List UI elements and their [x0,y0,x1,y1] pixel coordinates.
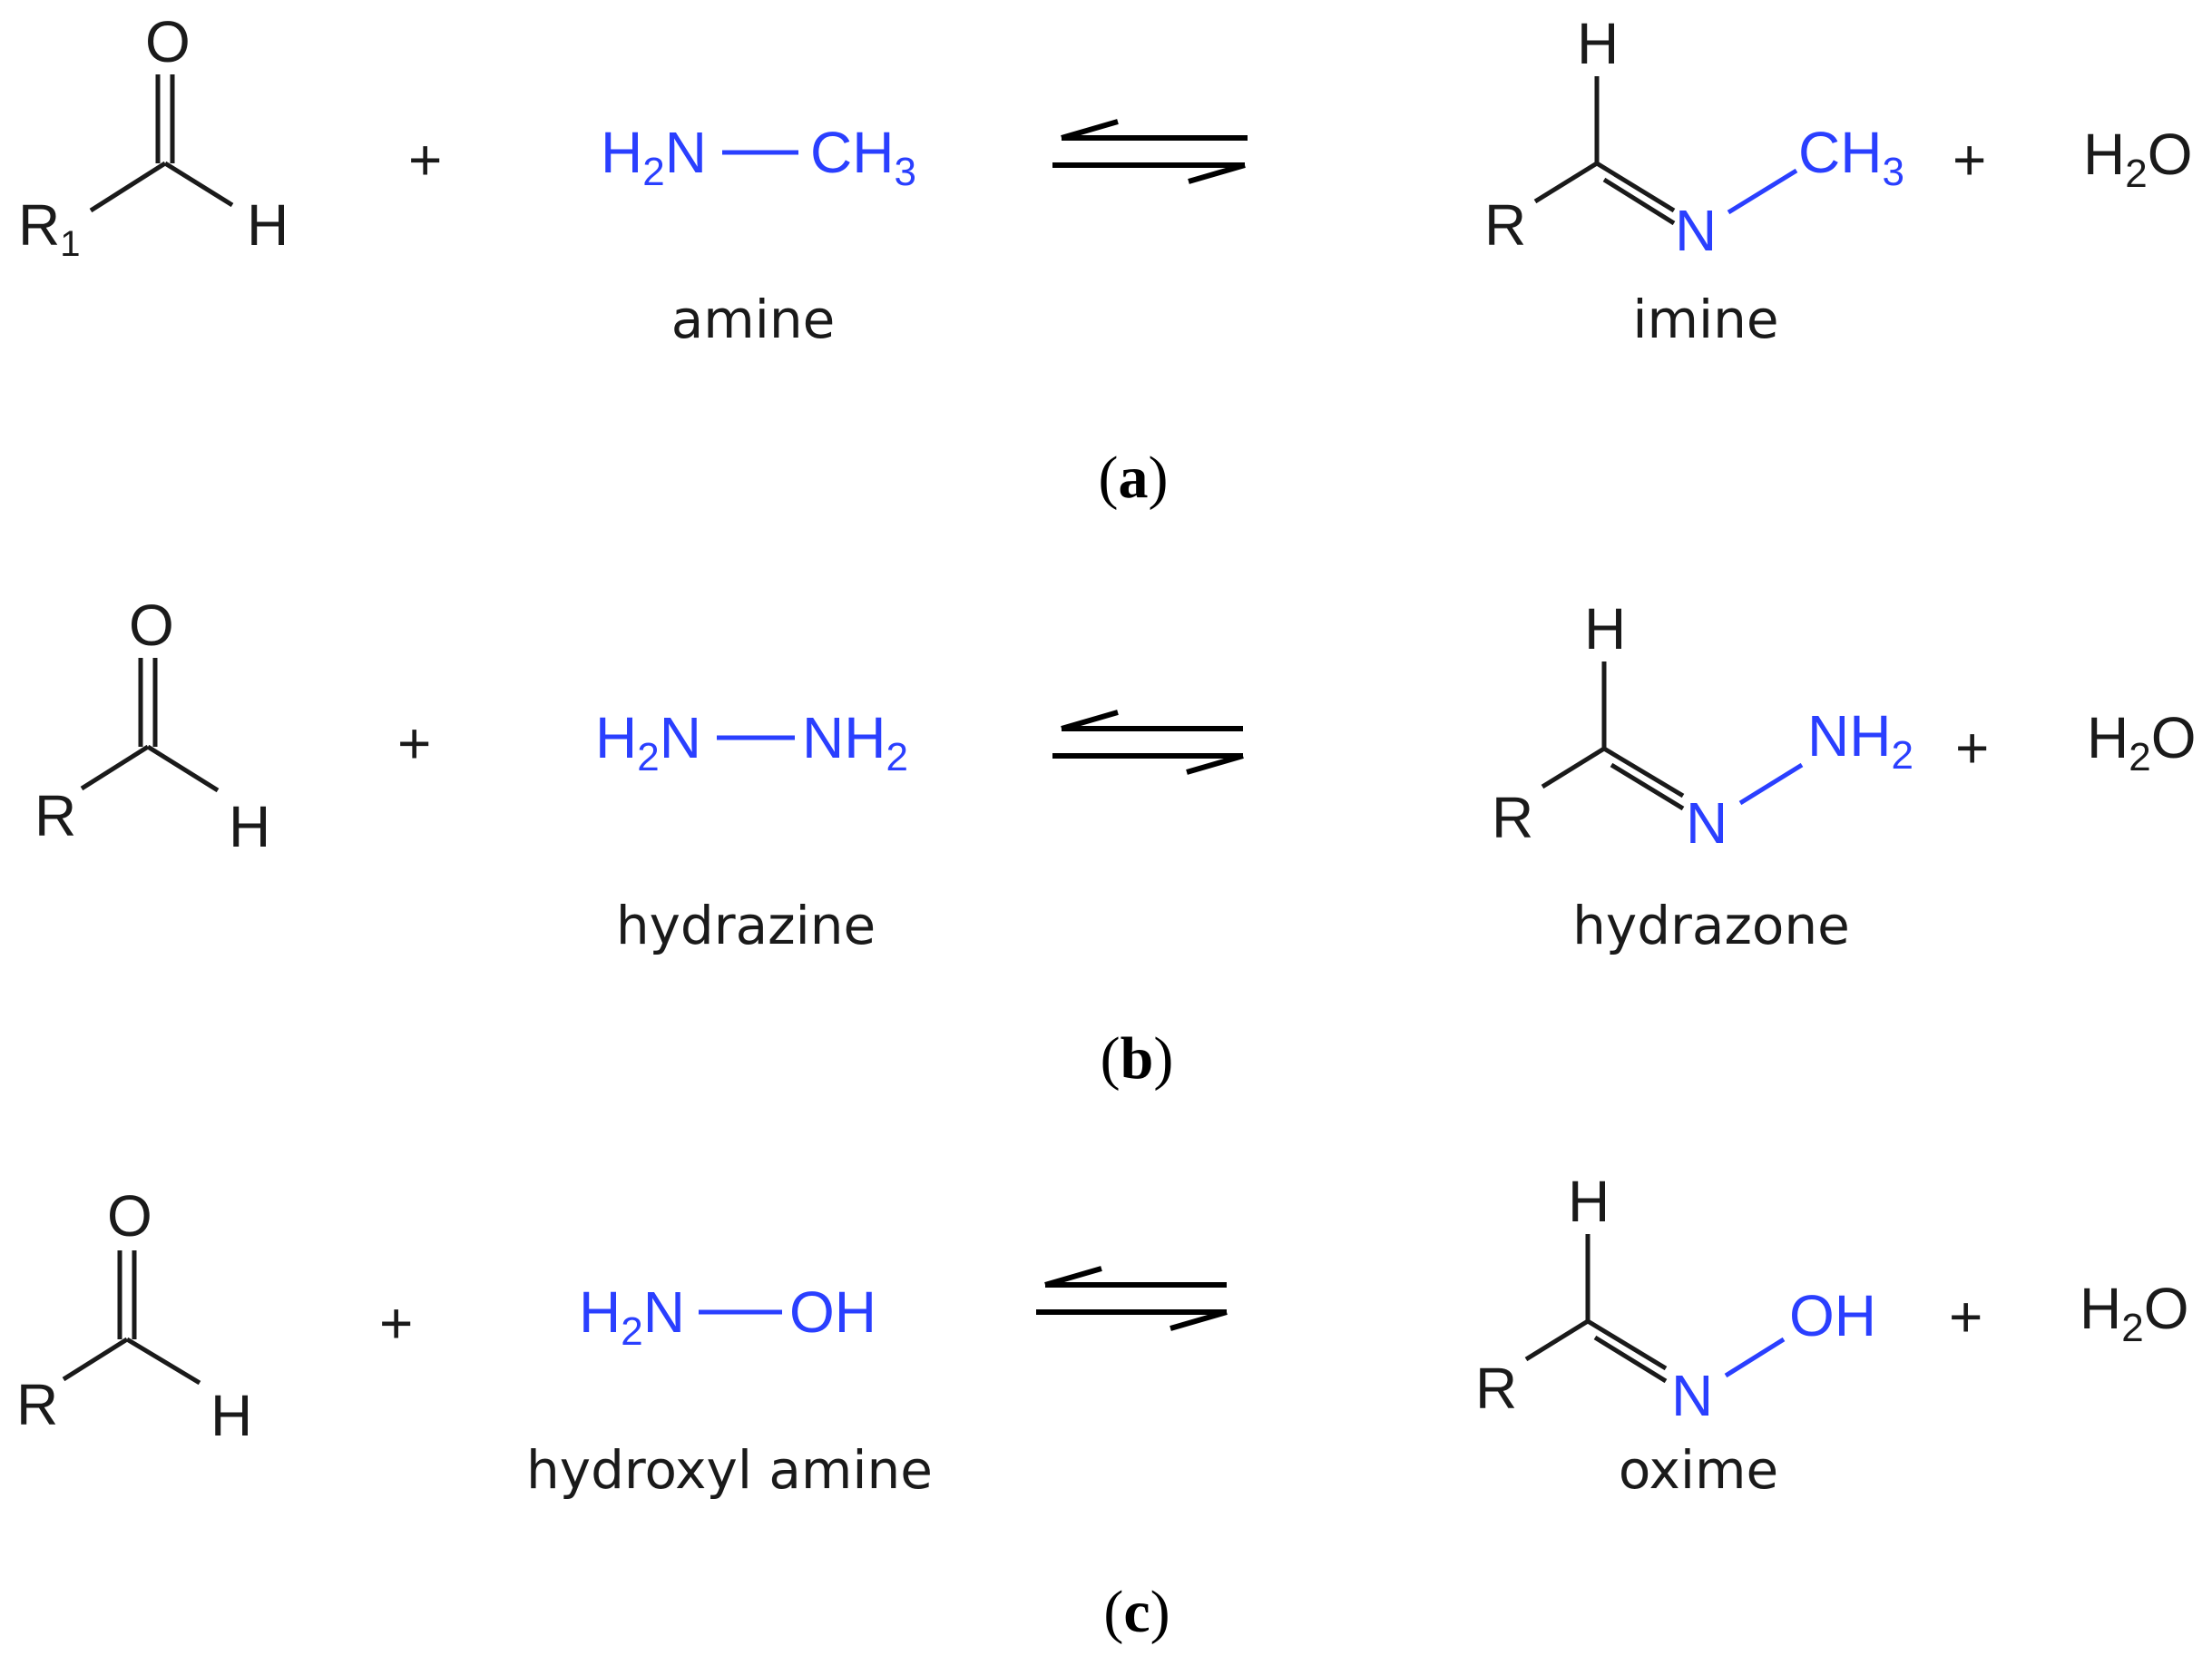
c-r-bond [1533,161,1599,204]
n-substituent: NH2 [1807,703,1913,778]
reagent-right-group: OH [789,1279,876,1345]
c-h-bond [163,161,234,208]
c-r-bond [62,1337,129,1382]
r-group-label: R1 [18,192,80,264]
product-name: hydrazone [1572,895,1850,956]
plus-sign-2: + [1953,127,1986,192]
plus-sign: + [397,710,431,776]
c-h-bond [146,744,220,793]
reagent-right-group: NH2 [802,705,908,779]
equilibrium-arrow [1052,710,1244,775]
n-substituent-bond [1738,762,1804,806]
water-formula: H2O [2080,1276,2188,1350]
aldehyde-reactant: O R1 H [18,9,289,264]
panel-label: (a) [1099,445,1169,511]
aldehyde-hydrogen: H [229,794,270,859]
reagent-left-group: H2N [601,120,707,194]
n-substituent-bond [1724,1337,1786,1378]
product-name: oxime [1619,1439,1778,1501]
carbonyl-oxygen: O [145,9,191,74]
n-substituent: OH [1789,1283,1876,1348]
plus-sign-2: + [1955,715,1989,780]
cn-double-bond-2 [1593,1335,1668,1384]
cn-double-bond-2 [1610,762,1685,811]
forward-arrow-head [1188,162,1246,184]
c-h-bond [125,1337,201,1386]
reagent-name: hydroxyl amine [526,1439,933,1501]
forward-arrow-head [1170,1309,1228,1331]
aldehyde-hydrogen: H [210,1383,252,1448]
reagent-name: hydrazine [616,895,876,956]
plus-sign: + [379,1290,413,1356]
forward-arrow-head [1186,753,1244,775]
reagent-name: amine [671,289,836,350]
panel-label: (c) [1103,1579,1170,1645]
aldehyde-hydrogen: H [247,192,289,258]
product-hydrogen: H [1584,596,1626,661]
water-formula: H2O [2083,122,2192,196]
n-substituent-bond [1727,168,1798,215]
reverse-arrow-head [1044,1266,1102,1288]
cn-double-bond-1 [1586,1318,1668,1371]
panel-label: (b) [1101,1025,1174,1092]
product-hydrogen: H [1568,1169,1610,1234]
cn-double-bond-1 [1595,161,1676,213]
oxime-nitrogen: N [1671,1363,1713,1428]
product-r-group: R [1492,785,1533,850]
r-group-label: R [34,783,76,848]
reverse-arrow-head [1061,119,1119,141]
product-hydrogen: H [1577,11,1619,76]
plus-sign: + [408,127,442,192]
hydrazone-nitrogen: N [1686,790,1728,856]
carbonyl-oxygen: O [107,1183,152,1249]
r-group-label: R [16,1372,58,1437]
aldehyde-reactant: O R H [16,1183,252,1448]
reagent-formula: H2N CH3 [601,120,916,194]
product-structure: H R N NH2 [1492,596,1913,856]
reagent-left-group: H2N [595,705,701,779]
product-r-group: R [1475,1356,1517,1421]
n-substituent: CH3 [1798,120,1904,194]
water-formula: H2O [2087,705,2196,779]
aldehyde-reactant: O R H [34,593,270,859]
carbonyl-oxygen: O [129,593,174,658]
reaction-a: O R1 H + H2N CH3 amine H [18,9,2192,511]
product-name: imine [1632,289,1778,350]
imine-nitrogen: N [1675,198,1717,263]
cn-double-bond-1 [1602,746,1685,799]
product-structure: H R N CH3 [1484,11,1904,263]
reaction-b: O R H + H2N NH2 hydrazine H R [34,593,2196,1092]
reaction-c: O R H + H2N OH hydroxyl amine H [16,1169,2188,1645]
reverse-arrow-head [1061,710,1119,731]
reagent-right-group: CH3 [810,120,916,194]
product-structure: H R N OH [1475,1169,1876,1428]
c-r-bond [80,744,150,791]
c-r-bond [89,161,167,213]
cn-double-bond-2 [1602,177,1676,226]
reagent-formula: H2N OH [579,1279,876,1354]
product-r-group: R [1484,192,1526,258]
reagent-formula: H2N NH2 [595,705,908,779]
plus-sign-2: + [1949,1284,1982,1349]
c-r-bond [1524,1318,1590,1362]
reagent-left-group: H2N [579,1279,685,1354]
equilibrium-arrow [1052,119,1248,184]
c-r-bond [1541,746,1606,789]
equilibrium-arrow [1036,1266,1228,1331]
